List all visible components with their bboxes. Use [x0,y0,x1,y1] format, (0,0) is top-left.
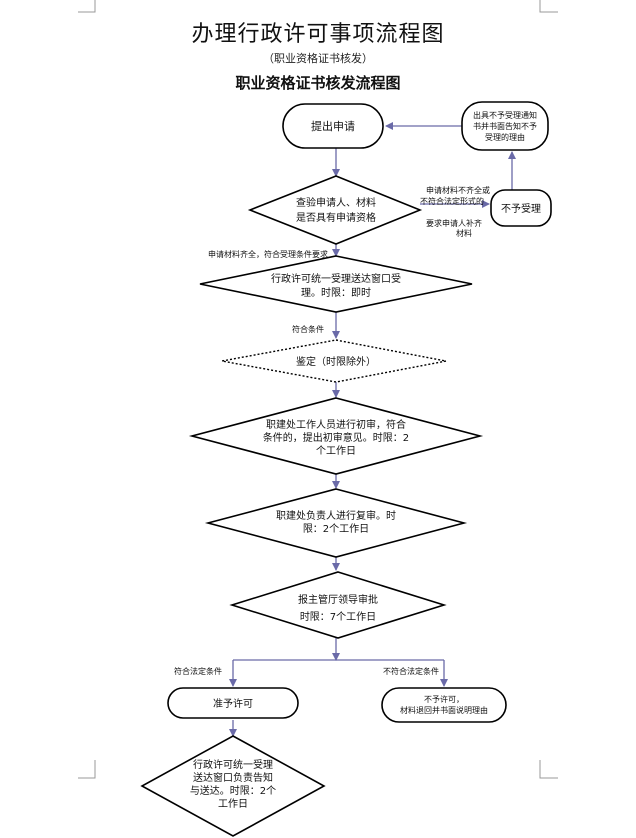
svg-text:要求申请人补齐: 要求申请人补齐 [426,218,482,228]
svg-text:不符合法定条件: 不符合法定条件 [383,666,439,676]
svg-text:职建处负责人进行复审。时: 职建处负责人进行复审。时 [276,509,396,522]
deliver-node: 行政许可统一受理 送达窗口负责告知 与送达。时限：2个 工作日 [140,735,326,837]
svg-text:申请材料不齐全或: 申请材料不齐全或 [426,185,490,195]
document-title: 办理行政许可事项流程图 [191,22,445,47]
svg-text:个工作日: 个工作日 [316,445,356,457]
svg-text:申请材料齐全，符合受理条件要求: 申请材料齐全，符合受理条件要求 [208,249,328,259]
review-node: 查验申请人、材料 是否具有申请资格 [247,175,423,245]
svg-text:不予受理: 不予受理 [501,203,541,215]
deny-node: 不予许可， 材料退回并书面说明理由 [381,687,507,723]
svg-text:是否具有申请资格: 是否具有申请资格 [296,211,376,224]
svg-text:与送达。时限：2个: 与送达。时限：2个 [190,784,276,797]
recheck-node: 职建处负责人进行复审。时 限：2个工作日 [204,488,468,558]
svg-text:职建处工作人员进行初审，符合: 职建处工作人员进行初审，符合 [266,418,406,431]
svg-text:不予许可，: 不予许可， [424,694,464,704]
svg-text:限：2个工作日: 限：2个工作日 [303,523,369,535]
corner-marks [78,0,558,779]
preliminary-review-node: 职建处工作人员进行初审，符合 条件的，提出初审意见。时限：2 个工作日 [188,397,484,475]
appraise-node: 鉴定（时限除外） [221,339,447,383]
submit-label: 提出申请 [311,119,355,133]
connectors [229,122,516,737]
document-subtitle: （职业资格证书核发） [263,52,373,65]
svg-text:受理的理由: 受理的理由 [485,132,525,142]
svg-text:时限：7个工作日: 时限：7个工作日 [300,611,376,623]
flowchart-heading: 职业资格证书核发流程图 [235,74,401,92]
reject-notice-node: 出具不予受理通知 书并书面告知不予 受理的理由 [461,101,549,151]
svg-text:不符合法定形式的: 不符合法定形式的 [420,196,484,206]
svg-text:理。时限：即时: 理。时限：即时 [301,287,371,299]
approve-node: 报主管厅领导审批 时限：7个工作日 [229,571,447,639]
svg-text:条件的，提出初审意见。时限：2: 条件的，提出初审意见。时限：2 [263,431,409,444]
svg-text:符合法定条件: 符合法定条件 [174,666,222,676]
svg-text:行政许可统一受理送达窗口受: 行政许可统一受理送达窗口受 [271,272,401,285]
svg-text:鉴定（时限除外）: 鉴定（时限除外） [296,355,376,368]
svg-text:送达窗口负责告知: 送达窗口负责告知 [193,771,273,784]
condition-labels: 申请材料不齐全或 不符合法定形式的 要求申请人补齐 材料 申请材料齐全，符合受理… [174,185,490,676]
permit-node: 准予许可 [167,687,299,719]
svg-text:行政许可统一受理: 行政许可统一受理 [193,758,273,771]
accept-node: 行政许可统一受理送达窗口受 理。时限：即时 [199,255,473,313]
svg-text:材料: 材料 [456,228,472,238]
svg-text:书并书面告知不予: 书并书面告知不予 [473,121,537,131]
svg-text:工作日: 工作日 [218,798,248,810]
submit-node: 提出申请 [282,103,384,149]
svg-text:准予许可: 准予许可 [213,698,253,710]
svg-text:出具不予受理通知: 出具不予受理通知 [473,110,537,120]
not-accept-node: 不予受理 [490,189,552,227]
svg-text:报主管厅领导审批: 报主管厅领导审批 [298,593,378,606]
svg-text:符合条件: 符合条件 [292,324,324,334]
svg-text:查验申请人、材料: 查验申请人、材料 [296,196,376,209]
svg-text:材料退回并书面说明理由: 材料退回并书面说明理由 [400,705,488,715]
